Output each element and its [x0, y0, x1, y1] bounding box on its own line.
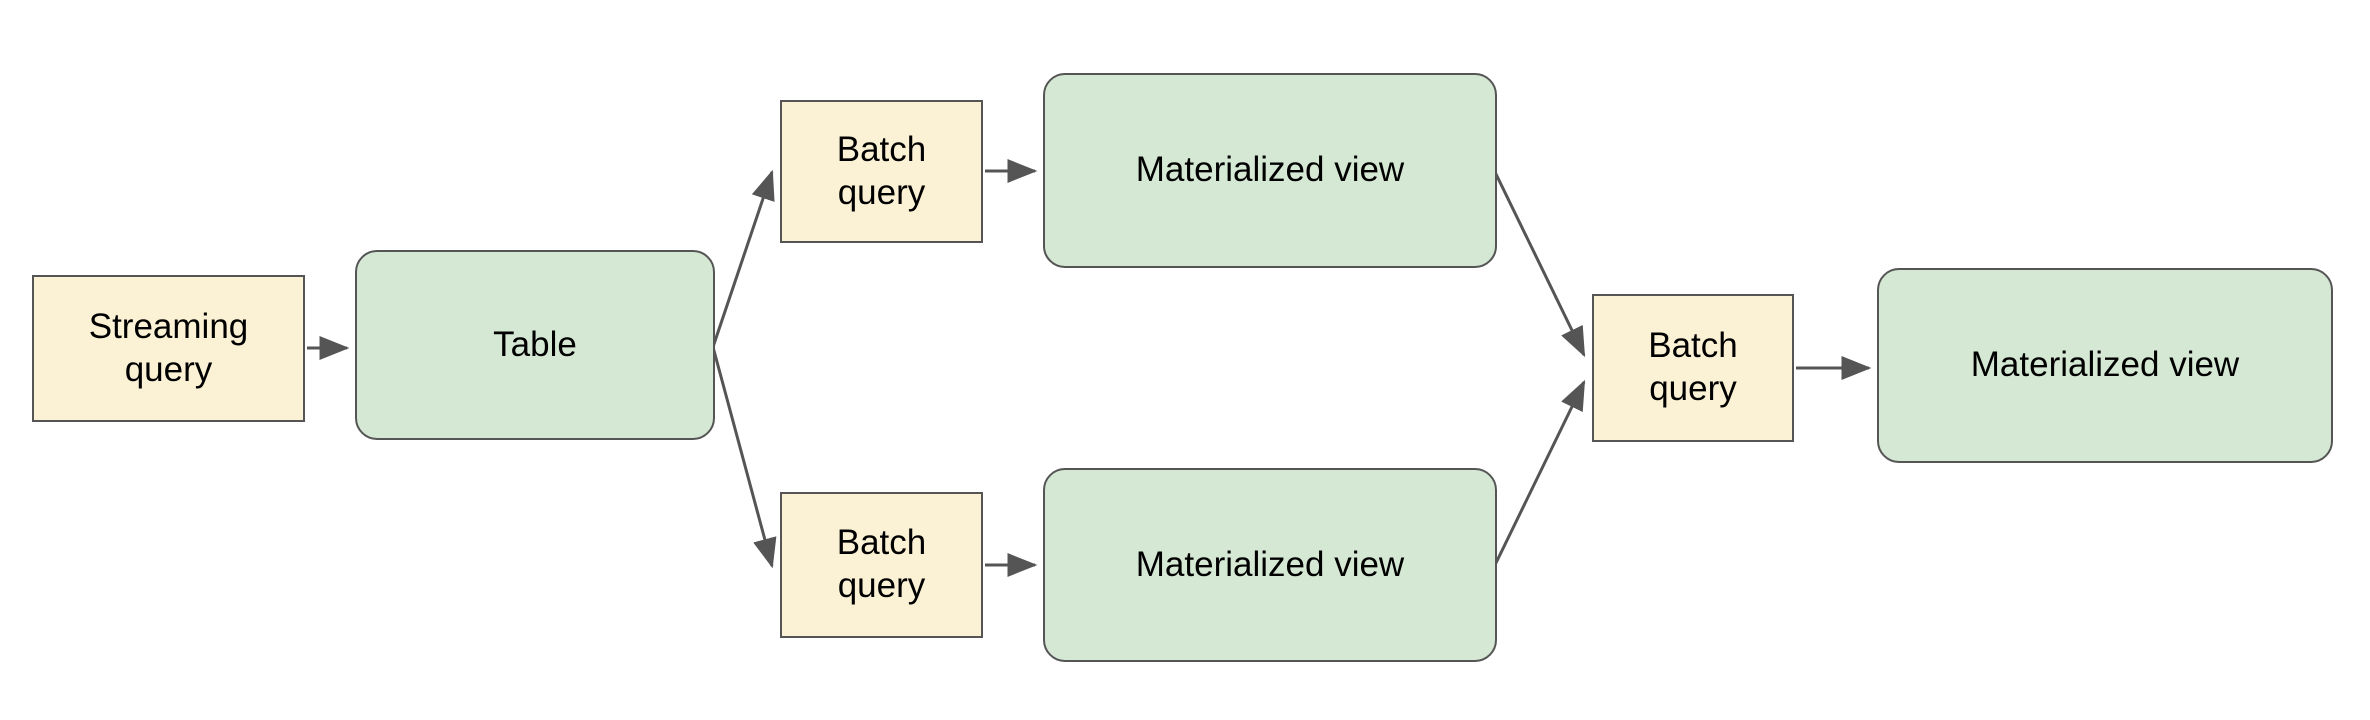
node-label-table: Table — [493, 324, 577, 364]
edge-table-to-batch-query-bottom — [711, 346, 777, 569]
node-label-materialized-view-bottom: Materialized view — [1135, 544, 1405, 584]
node-label-batch-query-bottom: Batch query — [836, 523, 927, 605]
node-batch-query-bottom[interactable]: Batch query — [780, 492, 983, 638]
node-batch-query-final[interactable]: Batch query — [1592, 294, 1794, 442]
node-batch-query-top[interactable]: Batch query — [780, 100, 983, 243]
node-streaming-query[interactable]: Streaming query — [32, 275, 305, 422]
node-materialized-view-final[interactable]: Materialized view — [1877, 268, 2333, 463]
node-label-streaming-query: Streaming query — [88, 306, 249, 389]
node-label-batch-query-top: Batch query — [836, 129, 927, 212]
node-table[interactable]: Table — [355, 250, 715, 440]
node-materialized-view-bottom[interactable]: Materialized view — [1043, 468, 1497, 662]
node-label-materialized-view-top: Materialized view — [1135, 150, 1405, 190]
node-materialized-view-top[interactable]: Materialized view — [1043, 73, 1497, 268]
edge-materialized-view-bottom-to-batch-query-final — [1493, 379, 1586, 566]
node-label-batch-query-final: Batch query — [1648, 326, 1738, 408]
edge-materialized-view-top-to-batch-query-final — [1493, 171, 1586, 358]
node-label-materialized-view-final: Materialized view — [1970, 345, 2240, 385]
edge-table-to-batch-query-top — [711, 169, 775, 348]
